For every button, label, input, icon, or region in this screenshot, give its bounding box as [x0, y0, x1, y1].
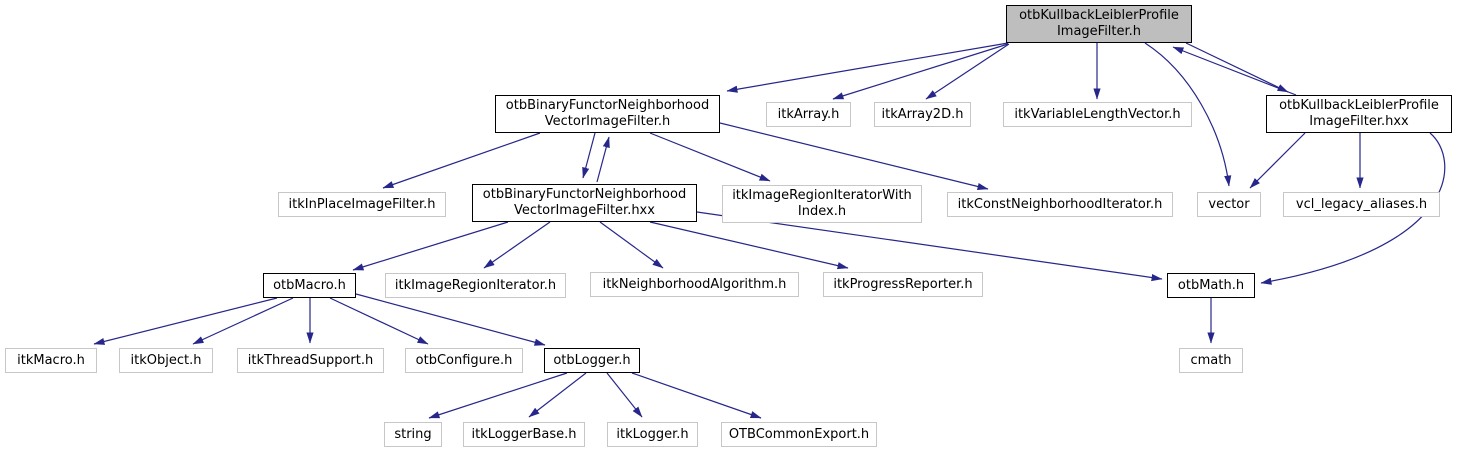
- node-itk_pr: itkProgressReporter.h: [823, 272, 983, 297]
- edge-otb_logger-to-itk_logger: [606, 372, 643, 418]
- node-label: itkMacro.h: [17, 352, 85, 368]
- node-bf_h[interactable]: otbBinaryFunctorNeighborhood VectorImage…: [495, 95, 720, 133]
- edge-otb_macro-to-itk_macro: [93, 297, 278, 345]
- edge-otb_logger-to-string: [428, 372, 568, 419]
- node-otb_math[interactable]: otbMath.h: [1167, 273, 1255, 298]
- node-label: itkArray2D.h: [881, 106, 964, 122]
- edge-bf_h-to-itk_inplace: [382, 132, 541, 189]
- edge-otb_logger-to-itk_lb: [528, 372, 587, 418]
- edge-kl_h-to-itk_array: [832, 43, 1009, 100]
- node-cmath: cmath: [1179, 348, 1243, 373]
- node-label: otbKullbackLeiblerProfile: [1279, 98, 1439, 113]
- node-label: VectorImageFilter.h: [544, 114, 671, 129]
- node-itk_logger: itkLogger.h: [607, 422, 698, 447]
- edge-otb_logger-to-otb_ce: [631, 372, 762, 419]
- node-itk_lb: itkLoggerBase.h: [463, 422, 585, 447]
- node-label: itkThreadSupport.h: [247, 352, 374, 368]
- edge-bf_hxx-to-otb_macro: [352, 221, 509, 271]
- edge-bf_hxx-to-itk_na: [599, 221, 664, 269]
- node-label: otbConfigure.h: [415, 352, 513, 368]
- node-label: cmath: [1190, 352, 1232, 368]
- edge-bf_hxx-to-bf_h: [596, 136, 610, 183]
- node-label: itkImageRegionIteratorWith: [732, 188, 912, 203]
- node-label: itkLoggerBase.h: [471, 426, 577, 442]
- edge-kl_hxx-to-vector: [1249, 132, 1306, 189]
- node-itk_iri: itkImageRegionIterator.h: [385, 273, 566, 298]
- edge-kl_h-to-kl_hxx: [1185, 42, 1289, 93]
- edge-bf_h-to-itk_irwi: [649, 132, 771, 182]
- node-itk_macro: itkMacro.h: [5, 348, 97, 373]
- edge-bf_hxx-to-itk_iri: [483, 221, 551, 269]
- node-label: otbMath.h: [1177, 277, 1245, 293]
- node-label: itkNeighborhoodAlgorithm.h: [602, 276, 787, 292]
- node-kl_h: otbKullbackLeiblerProfile ImageFilter.h: [1006, 5, 1192, 43]
- edge-kl_h-to-bf_h: [726, 42, 1009, 93]
- node-itk_inplace: itkInPlaceImageFilter.h: [278, 192, 446, 217]
- node-vector: vector: [1197, 192, 1261, 217]
- node-label: itkConstNeighborhoodIterator.h: [957, 196, 1163, 212]
- node-label: itkArray.h: [777, 106, 840, 122]
- node-label: vector: [1208, 196, 1250, 212]
- node-itk_irwi: itkImageRegionIteratorWith Index.h: [722, 185, 922, 223]
- node-bf_hxx[interactable]: otbBinaryFunctorNeighborhood VectorImage…: [472, 184, 697, 222]
- node-string: string: [384, 422, 442, 447]
- edge-otb_macro-to-otb_config: [329, 297, 429, 345]
- node-label: otbBinaryFunctorNeighborhood: [482, 187, 687, 202]
- node-label: Index.h: [797, 204, 847, 219]
- node-label: itkImageRegionIterator.h: [394, 277, 557, 293]
- node-itk_array2d: itkArray2D.h: [874, 102, 971, 127]
- node-itk_array: itkArray.h: [766, 102, 851, 127]
- edge-otb_macro-to-itk_object: [192, 297, 294, 345]
- edge-bf_hxx-to-otb_math: [696, 211, 1163, 282]
- node-itk_cni: itkConstNeighborhoodIterator.h: [947, 192, 1173, 217]
- node-label: itkProgressReporter.h: [833, 276, 973, 292]
- node-label: ImageFilter.hxx: [1309, 114, 1409, 129]
- edge-bf_h-to-bf_hxx: [582, 132, 596, 179]
- node-label: otbKullbackLeiblerProfile: [1019, 8, 1179, 23]
- edge-bf_h-to-itk_cni: [719, 122, 989, 190]
- node-otb_config: otbConfigure.h: [405, 348, 523, 373]
- node-label: itkInPlaceImageFilter.h: [288, 196, 436, 212]
- node-itk_vlv: itkVariableLengthVector.h: [1003, 102, 1192, 127]
- node-label: VectorImageFilter.hxx: [514, 203, 655, 218]
- node-label: vcl_legacy_aliases.h: [1295, 196, 1428, 212]
- node-label: itkLogger.h: [616, 426, 689, 442]
- node-label: ImageFilter.h: [1056, 24, 1142, 39]
- node-label: string: [394, 426, 432, 442]
- node-label: OTBCommonExport.h: [728, 426, 870, 442]
- node-otb_ce: OTBCommonExport.h: [721, 422, 877, 447]
- node-label: itkObject.h: [130, 352, 202, 368]
- node-label: itkVariableLengthVector.h: [1014, 106, 1181, 122]
- node-itk_na: itkNeighborhoodAlgorithm.h: [590, 272, 799, 297]
- node-otb_logger[interactable]: otbLogger.h: [544, 348, 640, 373]
- edge-kl_hxx-to-kl_h: [1172, 46, 1297, 96]
- edge-kl_h-to-vector: [1144, 42, 1232, 187]
- node-label: otbMacro.h: [273, 277, 346, 293]
- edge-bf_hxx-to-itk_pr: [649, 221, 849, 270]
- node-label: otbBinaryFunctorNeighborhood: [505, 98, 710, 113]
- edge-otb_macro-to-otb_logger: [355, 293, 546, 346]
- node-kl_hxx[interactable]: otbKullbackLeiblerProfile ImageFilter.hx…: [1266, 95, 1452, 133]
- node-otb_macro[interactable]: otbMacro.h: [263, 273, 356, 298]
- node-itk_object: itkObject.h: [119, 348, 213, 373]
- edge-kl_h-to-itk_array2d: [925, 43, 1010, 100]
- node-vcl: vcl_legacy_aliases.h: [1283, 192, 1440, 217]
- node-label: otbLogger.h: [553, 352, 631, 368]
- node-itk_ts: itkThreadSupport.h: [237, 348, 384, 373]
